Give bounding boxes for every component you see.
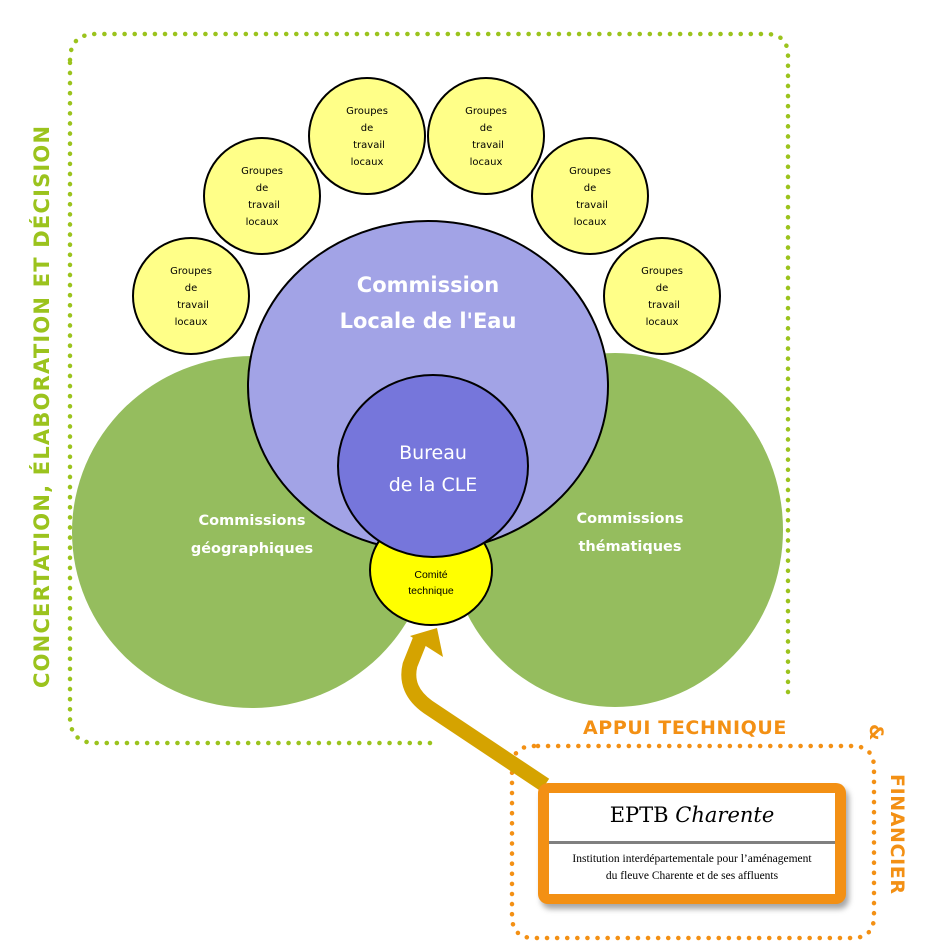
eptb-charente-card: EPTB Charente Institution interdéparteme… <box>538 783 846 904</box>
appui-frame <box>509 743 877 941</box>
groupe-label-line: de <box>256 183 269 194</box>
groupe-circle <box>203 137 321 255</box>
groupe-label-line: Groupes <box>465 106 507 117</box>
comite-label-line1: Comité <box>414 569 447 581</box>
groupe-label-line: de <box>656 283 669 294</box>
groupe-travail-local: Groupes de travail locaux <box>203 137 321 255</box>
groupe-travail-local: Groupes de travail locaux <box>132 237 250 355</box>
groupe-travail-local: Groupes de travail locaux <box>603 237 721 355</box>
groupe-label-line: locaux <box>470 157 503 168</box>
geo-label-line1: Commissions <box>199 513 306 529</box>
eptb-title-plain: EPTB <box>609 803 676 827</box>
groupe-travail-local: Groupes de travail locaux <box>308 77 426 195</box>
groupe-label-line: Groupes <box>241 166 283 177</box>
cle-label-line1: Commission <box>357 273 499 297</box>
comite-label-line2: technique <box>408 585 454 597</box>
financier-label: FINANCIER <box>886 774 908 895</box>
bureau-label-line2: de la CLE <box>389 474 478 496</box>
groupe-label-line: de <box>361 123 374 134</box>
groupe-label-line: locaux <box>351 157 384 168</box>
groupe-label-line: de <box>584 183 597 194</box>
groupe-label-line: travail <box>472 140 504 151</box>
groupe-label-line: Groupes <box>641 266 683 277</box>
groupe-label-line: de <box>185 283 198 294</box>
groupe-label-line: locaux <box>246 217 279 228</box>
groupe-label-line: Groupes <box>170 266 212 277</box>
groupe-travail-local: Groupes de travail locaux <box>427 77 545 195</box>
eptb-divider <box>549 841 835 844</box>
groupe-label-line: travail <box>248 200 280 211</box>
appui-label: APPUI TECHNIQUE <box>583 717 787 739</box>
groupe-label-line: travail <box>353 140 385 151</box>
groupe-circle <box>308 77 426 195</box>
eptb-card-inner: EPTB Charente Institution interdéparteme… <box>549 793 835 894</box>
support-arrow-shaft <box>401 637 550 792</box>
groupe-label-line: locaux <box>175 317 208 328</box>
groupe-label-line: travail <box>648 300 680 311</box>
groupe-label-line: locaux <box>574 217 607 228</box>
bureau-label-line1: Bureau <box>399 442 467 464</box>
them-label-line2: thématiques <box>578 539 681 555</box>
eptb-description: Institution interdépartementale pour l’a… <box>549 851 835 885</box>
groupe-label-line: de <box>480 123 493 134</box>
groupe-label-line: travail <box>177 300 209 311</box>
concertation-label: CONCERTATION, ÉLABORATION ET DÉCISION <box>29 125 54 688</box>
groupe-label-line: Groupes <box>346 106 388 117</box>
concertation-frame <box>67 31 791 746</box>
eptb-desc-line2: du fleuve Charente et de ses affluents <box>605 870 779 882</box>
groupe-circle <box>531 137 649 255</box>
bureau-circle <box>337 374 529 558</box>
eptb-desc-line1: Institution interdépartementale pour l’a… <box>572 853 812 865</box>
groupe-label-line: Groupes <box>569 166 611 177</box>
groupe-circle <box>132 237 250 355</box>
eptb-title-italic: Charente <box>675 803 775 827</box>
groupe-label-line: locaux <box>646 317 679 328</box>
geo-label-line2: géographiques <box>191 541 313 557</box>
groupe-travail-local: Groupes de travail locaux <box>531 137 649 255</box>
groupe-circle <box>603 237 721 355</box>
groupe-circle <box>427 77 545 195</box>
eptb-title: EPTB Charente <box>549 803 835 827</box>
them-label-line1: Commissions <box>577 511 684 527</box>
support-arrow-head <box>410 628 443 657</box>
ampersand-label: & <box>865 724 887 741</box>
groupe-label-line: travail <box>576 200 608 211</box>
cle-label-line2: Locale de l'Eau <box>340 309 517 333</box>
